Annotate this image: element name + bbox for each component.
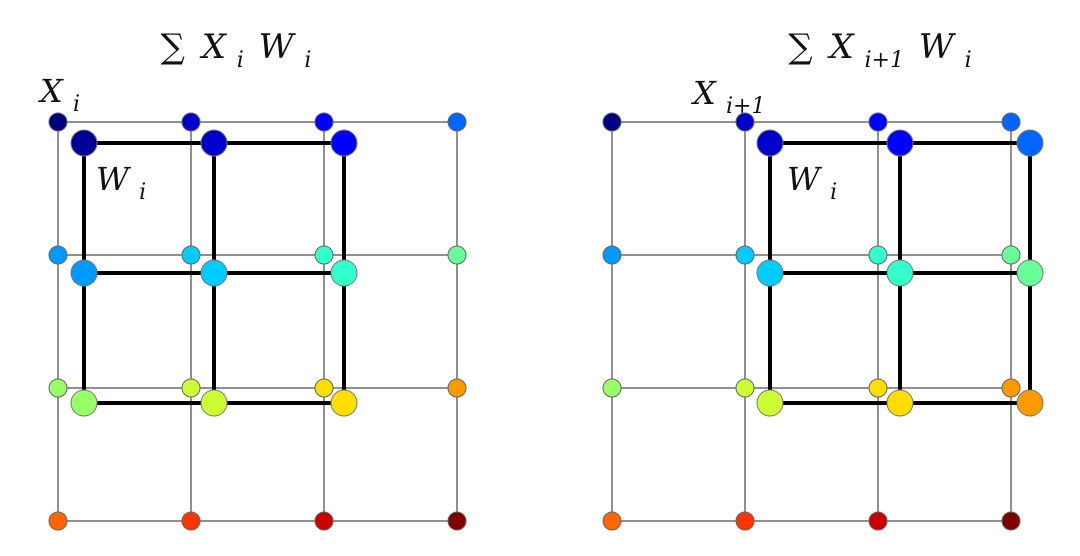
input-grid-left (48, 112, 467, 531)
kernel-weight-node (1016, 129, 1044, 157)
kernel-weight-node (756, 259, 784, 287)
kernel-weight-node (886, 259, 914, 287)
kernel-weight-node (200, 259, 228, 287)
input-node (735, 245, 755, 265)
input-node (602, 378, 622, 398)
input-node (447, 245, 467, 265)
input-node (602, 511, 622, 531)
kernel-label-right: W i (787, 160, 837, 205)
panel-right: ∑ X i+1 W i X i+1 W i (602, 27, 1044, 531)
kernel-weight-node (200, 389, 228, 417)
input-node (48, 511, 68, 531)
kernel-weight-node (886, 389, 914, 417)
input-node (181, 511, 201, 531)
input-label-left: X i (37, 72, 80, 117)
input-node (181, 378, 201, 398)
input-label-right: X i+1 (690, 74, 765, 119)
input-node (868, 112, 888, 132)
input-node (1001, 112, 1021, 132)
kernel-weight-node (330, 259, 358, 287)
kernel-weight-node (1016, 389, 1044, 417)
kernel-weight-node (756, 389, 784, 417)
input-node (48, 245, 68, 265)
kernel-weight-node (886, 129, 914, 157)
title-term-w-sub: i (965, 48, 972, 73)
input-node (735, 112, 755, 132)
input-node (1001, 378, 1021, 398)
input-node (314, 378, 334, 398)
input-node (447, 511, 467, 531)
input-node (447, 112, 467, 132)
input-node (314, 112, 334, 132)
kernel-weight-node (70, 389, 98, 417)
input-grid-right (602, 112, 1021, 531)
input-node (314, 511, 334, 531)
title-term-w-sub: i (304, 48, 311, 73)
input-node (1001, 245, 1021, 265)
input-node (48, 112, 68, 132)
kernel-weight-node (200, 129, 228, 157)
kernel-label-left: W i (96, 160, 146, 205)
title-term-x-sub: i (237, 48, 244, 73)
input-node (602, 112, 622, 132)
panel-left-title: ∑ X i W i (161, 27, 312, 76)
input-node (314, 245, 334, 265)
kernel-weight-node (70, 129, 98, 157)
input-node (735, 378, 755, 398)
kernel-grid-left (70, 129, 358, 417)
input-node (868, 511, 888, 531)
input-node (735, 511, 755, 531)
input-node (868, 245, 888, 265)
kernel-weight-node (1016, 259, 1044, 287)
title-term-x-sub: i+1 (865, 48, 904, 73)
sum-symbol: ∑ (161, 27, 185, 67)
input-node (447, 378, 467, 398)
input-node (602, 245, 622, 265)
kernel-weight-node (330, 389, 358, 417)
input-node (1001, 511, 1021, 531)
title-term-x-base: X (199, 27, 228, 67)
title-term-x-base: X (826, 27, 855, 67)
kernel-weight-node (756, 129, 784, 157)
sum-symbol: ∑ (788, 27, 812, 67)
panel-right-title: ∑ X i+1 W i (788, 27, 971, 76)
kernel-weight-node (330, 129, 358, 157)
title-term-w-base: W (259, 27, 297, 67)
input-node (48, 378, 68, 398)
kernel-grid-right (756, 129, 1044, 417)
input-node (181, 245, 201, 265)
panel-left: ∑ X i W i X i W i (37, 27, 467, 531)
kernel-weight-node (70, 259, 98, 287)
title-term-w-base: W (919, 27, 957, 67)
input-node (868, 378, 888, 398)
input-node (181, 112, 201, 132)
